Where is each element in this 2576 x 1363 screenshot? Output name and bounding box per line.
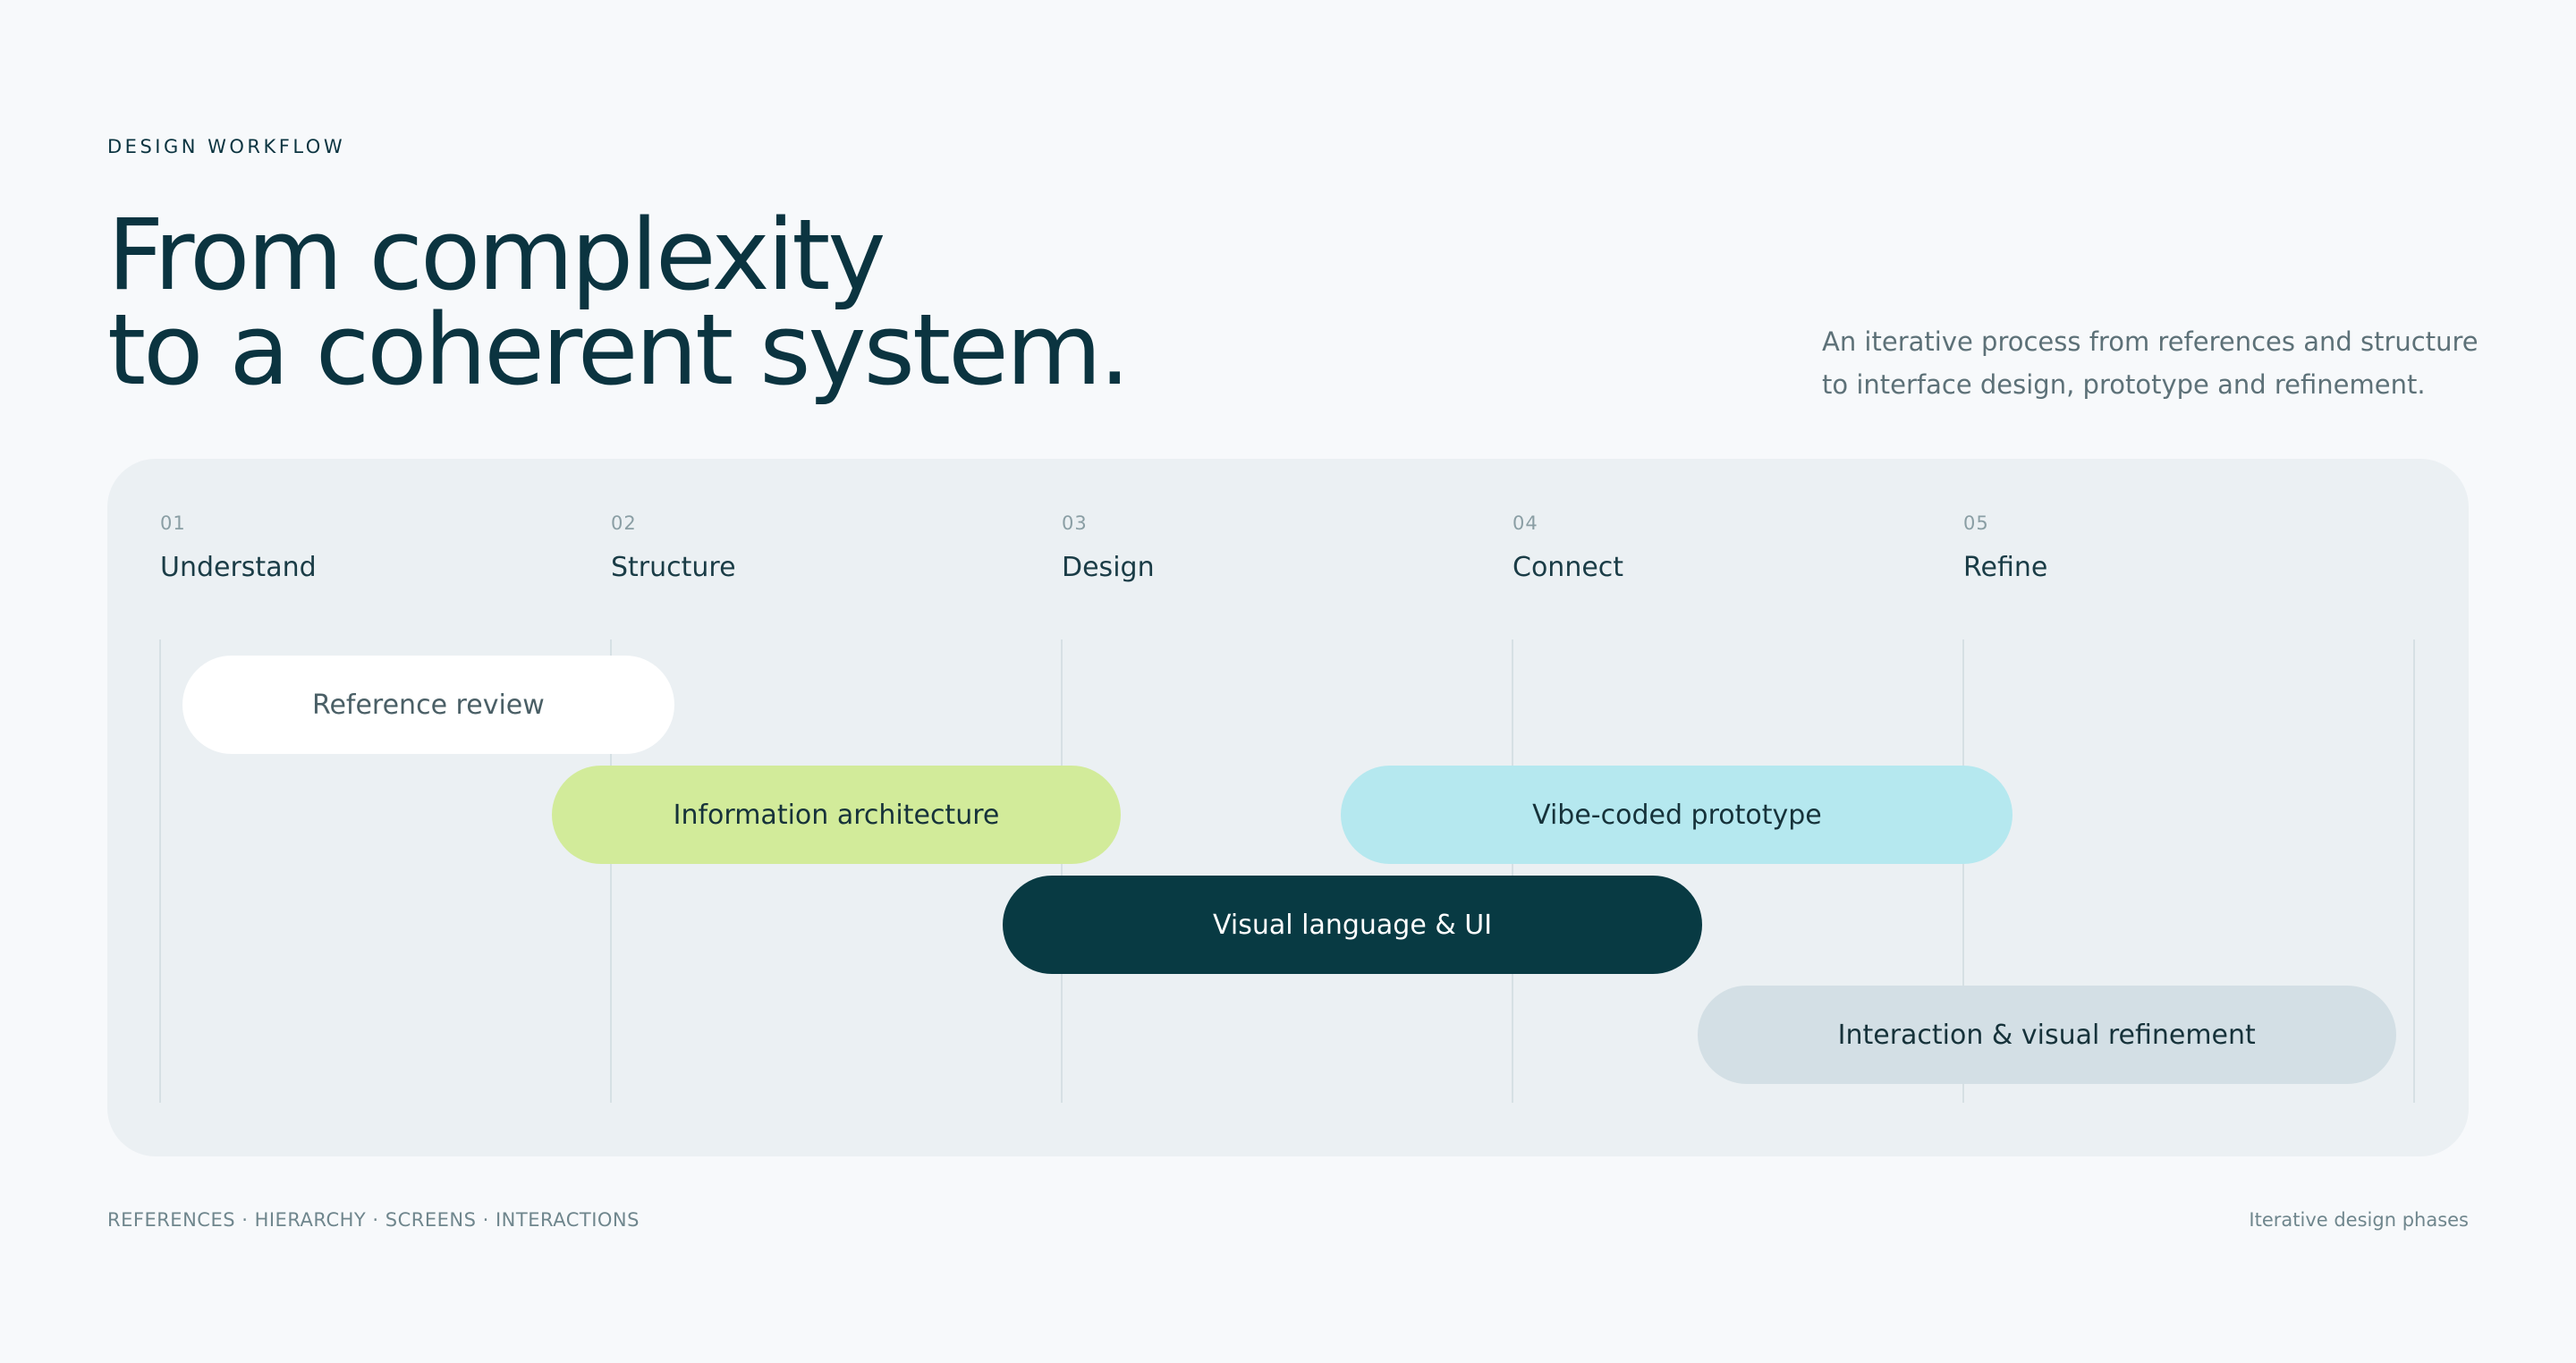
phase-number: 02 bbox=[611, 512, 637, 534]
phase-name: Structure bbox=[611, 552, 736, 583]
phase-number: 03 bbox=[1062, 512, 1088, 534]
phase-name: Understand bbox=[160, 552, 317, 583]
activity-bar-visual-language-ui: Visual language & UI bbox=[1003, 876, 1702, 974]
phase-divider bbox=[1962, 639, 1964, 1103]
activity-bar-reference-review: Reference review bbox=[182, 656, 674, 754]
footer-caption: Iterative design phases bbox=[2249, 1209, 2469, 1231]
phase-number: 04 bbox=[1513, 512, 1538, 534]
footer-tags: REFERENCES · HIERARCHY · SCREENS · INTER… bbox=[107, 1209, 640, 1231]
phase-divider bbox=[159, 639, 161, 1103]
intro-line-1: An iterative process from references and… bbox=[1822, 326, 2479, 357]
phase-number: 01 bbox=[160, 512, 186, 534]
eyebrow-label: DESIGN WORKFLOW bbox=[107, 136, 346, 157]
phase-number: 05 bbox=[1963, 512, 1989, 534]
headline: From complexity to a coherent system. bbox=[107, 198, 1131, 407]
headline-line-2: to a coherent system. bbox=[107, 292, 1131, 407]
phase-name: Connect bbox=[1513, 552, 1624, 583]
activity-bar-vibe-coded-prototype: Vibe-coded prototype bbox=[1341, 766, 2013, 864]
phase-name: Refine bbox=[1963, 552, 2048, 583]
phase-divider bbox=[1061, 639, 1063, 1103]
phase-divider bbox=[610, 639, 612, 1103]
intro-text: An iterative process from references and… bbox=[1822, 320, 2520, 406]
phase-divider bbox=[2413, 639, 2415, 1103]
intro-line-2: to interface design, prototype and refin… bbox=[1822, 369, 2426, 400]
headline-line-1: From complexity bbox=[107, 198, 886, 312]
phase-divider bbox=[1512, 639, 1513, 1103]
phase-name: Design bbox=[1062, 552, 1155, 583]
activity-bar-interaction-visual-refinement: Interaction & visual refinement bbox=[1697, 986, 2396, 1084]
activity-bar-information-architecture: Information architecture bbox=[552, 766, 1121, 864]
